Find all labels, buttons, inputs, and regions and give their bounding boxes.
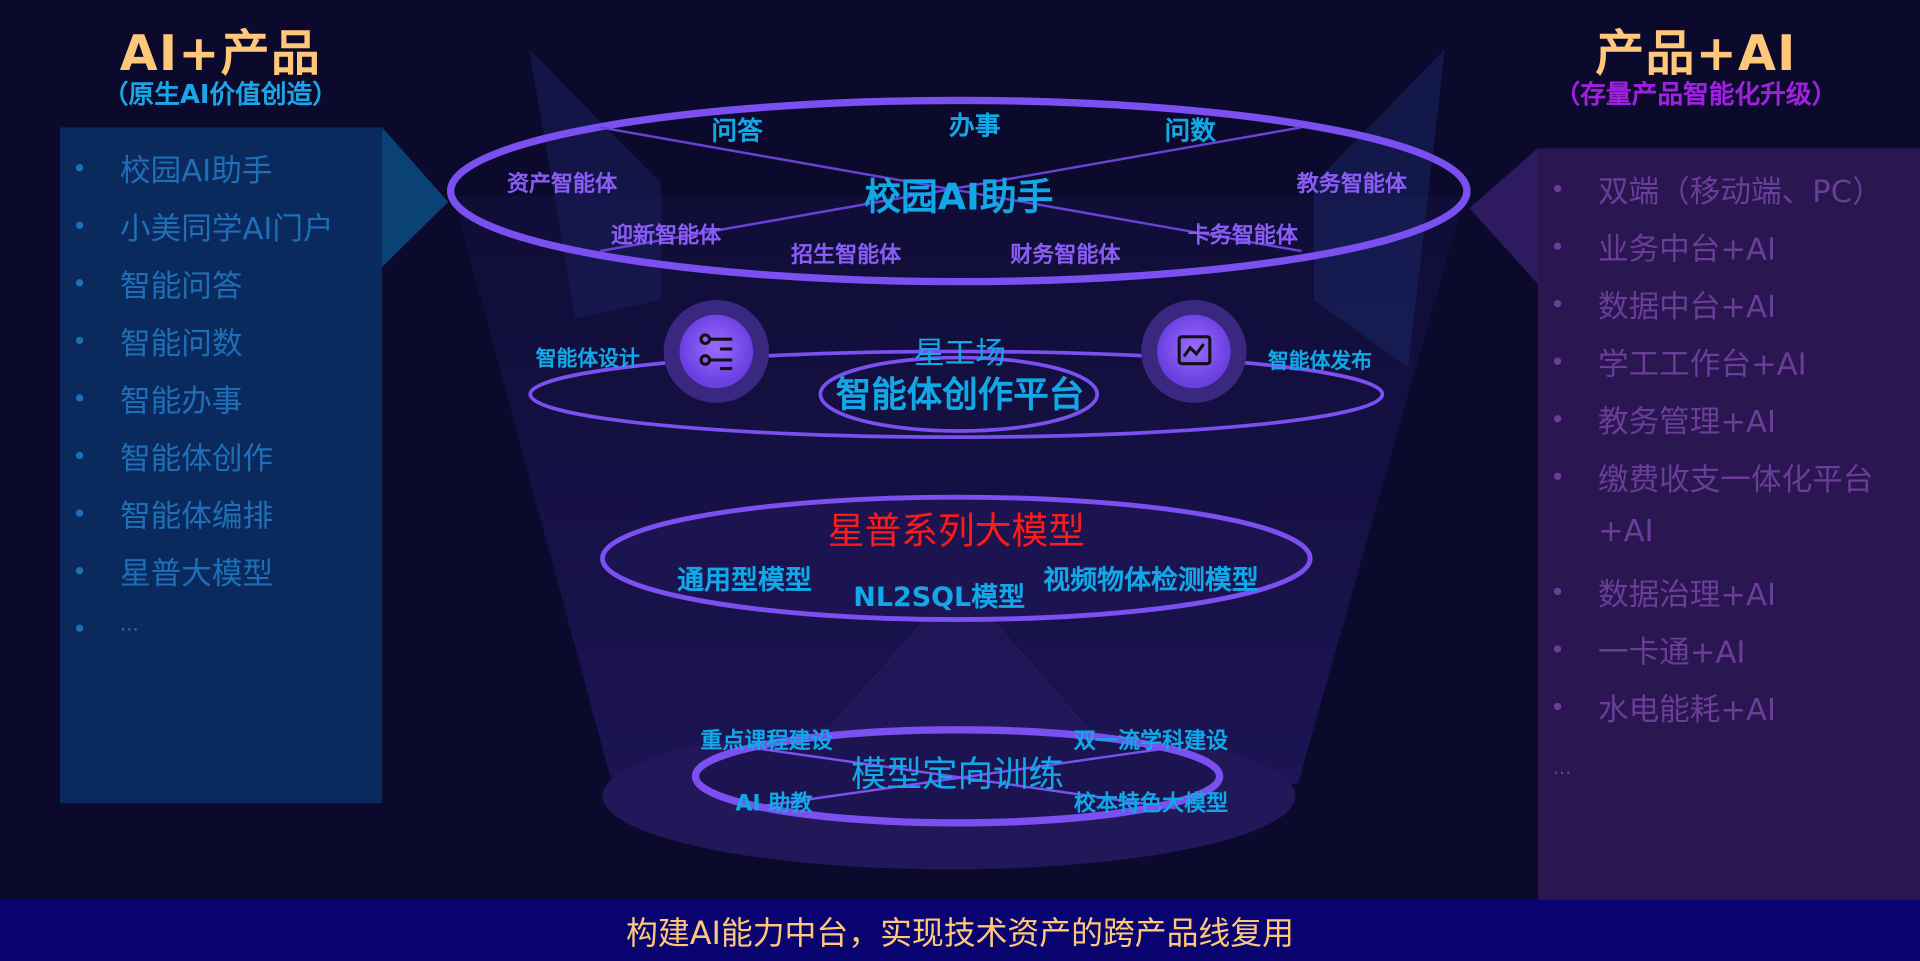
agent-label: 财务智能体 [1010, 242, 1121, 269]
bullet [75, 451, 84, 460]
side-glow-right [1313, 48, 1445, 368]
list-item: 智能体创作 [120, 440, 274, 477]
list-item-continuation: +AI [1597, 513, 1654, 549]
model-ring [600, 494, 1313, 623]
assistant-ring [446, 96, 1471, 286]
orb-left [679, 314, 754, 389]
list-item: 双端（移动端、PC） [1597, 173, 1883, 210]
left-title: AI+产品 [119, 25, 322, 83]
list-item: 智能问数 [120, 325, 243, 362]
agent-label: 资产智能体 [506, 171, 618, 198]
bullet [1553, 587, 1562, 596]
model-label: NL2SQL模型 [853, 582, 1026, 614]
training-label: 双一流学科建设 [1073, 728, 1229, 755]
platform-ring-inner [818, 355, 1099, 433]
list-item: 智能问答 [120, 268, 243, 304]
bullet [75, 624, 84, 632]
right-panel: 双端（移动端、PC） 业务中台+AI 数据中台+AI 学工工作台+AI 教务管理… [1537, 148, 1920, 901]
list-item: 星普大模型 [120, 555, 274, 592]
list-item: ... [120, 612, 139, 636]
bullet [75, 509, 84, 517]
footer-bar: 构建AI能力中台，实现技术资产的跨产品线复用 [0, 900, 1920, 961]
training-line [746, 745, 1176, 810]
left-subtitle: （原生AI价值创造） [102, 79, 339, 109]
capability-label: 问答 [711, 116, 763, 146]
model-label: 通用型模型 [677, 565, 812, 597]
list-item: 教务管理+AI [1597, 404, 1777, 440]
bullet [1553, 415, 1562, 423]
bullet [75, 221, 84, 229]
design-label: 智能体设计 [535, 347, 640, 372]
left-panel-arrow [382, 127, 449, 267]
agent-label: 迎新智能体 [611, 222, 722, 249]
platform-title: 智能体创作平台 [835, 373, 1085, 416]
bullet [75, 279, 84, 287]
publish-label: 智能体发布 [1267, 349, 1373, 375]
right-panel-arrow [1469, 148, 1538, 285]
side-glow-left [528, 48, 662, 319]
training-title: 模型定向训练 [851, 753, 1065, 795]
training-label: 校本特色大模型 [1073, 791, 1229, 817]
list-item: 校园AI助手 [120, 153, 273, 189]
settings-list-icon [699, 333, 733, 371]
bullet [1553, 184, 1562, 193]
assistant-title: 校园AI助手 [864, 176, 1054, 220]
list-item: 数据治理+AI [1597, 576, 1777, 613]
left-panel: 校园AI助手 小美同学AI门户 智能问答 智能问数 智能办事 智能体创作 智能体… [60, 127, 383, 804]
bullet [1553, 357, 1562, 365]
capability-label: 问数 [1164, 116, 1216, 146]
capability-label: 办事 [948, 111, 1001, 141]
list-item: 学工工作台+AI [1597, 346, 1807, 383]
training-label: AI 助教 [735, 791, 813, 817]
list-item: 数据中台+AI [1597, 288, 1777, 325]
bullet [75, 566, 84, 575]
list-item: 小美同学AI门户 [120, 210, 334, 247]
bullet [75, 394, 84, 402]
bullet [75, 164, 84, 172]
platform-ring-outer [528, 349, 1385, 439]
model-label: 视频物体检测模型 [1043, 565, 1259, 597]
training-label: 重点课程建设 [700, 728, 833, 755]
right-title: 产品+AI [1595, 25, 1797, 83]
list-item: 一卡通+AI [1597, 634, 1746, 670]
list-item: 业务中台+AI [1597, 231, 1777, 267]
bullet [1553, 645, 1562, 653]
agent-label: 教务智能体 [1296, 171, 1407, 198]
list-item: 智能办事 [120, 383, 243, 419]
platform-name: 星工场 [914, 335, 1006, 372]
list-item: 缴费收支一体化平台 [1597, 461, 1874, 498]
bullet [1553, 242, 1562, 250]
bullet [75, 336, 84, 345]
list-item: 智能体编排 [120, 498, 274, 534]
bullet [1553, 300, 1562, 308]
footer-text: 构建AI能力中台，实现技术资产的跨产品线复用 [626, 915, 1294, 953]
agent-label: 招生智能体 [791, 242, 902, 269]
right-subtitle: （存量产品智能化升级） [1554, 79, 1838, 109]
list-item: 水电能耗+AI [1597, 691, 1777, 728]
model-series-title: 星普系列大模型 [827, 510, 1085, 554]
list-item: ... [1552, 755, 1572, 779]
assistant-line [599, 126, 1302, 253]
chart-line-icon [1177, 335, 1212, 366]
bullet [1553, 472, 1562, 481]
bullet [1553, 702, 1562, 711]
agent-label: 卡务智能体 [1187, 222, 1298, 249]
